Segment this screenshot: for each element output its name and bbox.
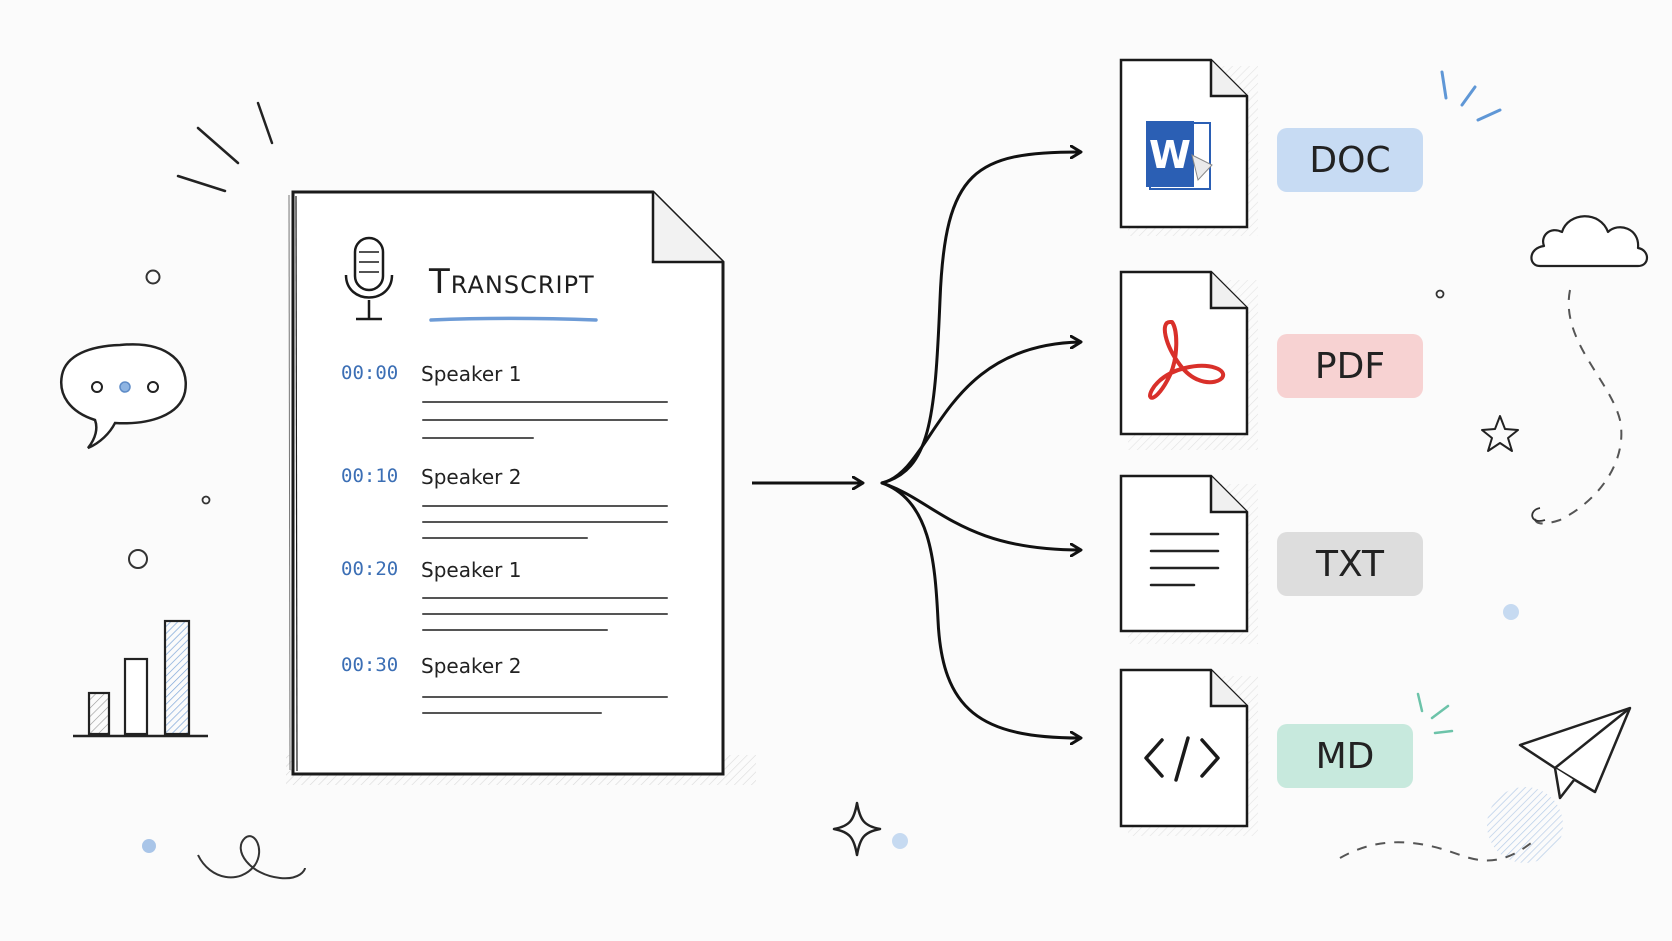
timestamp: 00:20 bbox=[341, 558, 399, 580]
file-md bbox=[1119, 668, 1258, 836]
word-icon: W bbox=[1146, 121, 1213, 190]
speaker-label: Speaker 2 bbox=[421, 654, 522, 678]
dot-circle bbox=[1435, 289, 1445, 299]
dashed-trail bbox=[1534, 289, 1623, 525]
dot-circle bbox=[201, 495, 211, 505]
dot-circle bbox=[128, 549, 148, 569]
bubble-circle bbox=[1487, 787, 1563, 863]
dot-circle bbox=[145, 269, 161, 285]
speaker-label: Speaker 1 bbox=[421, 558, 522, 582]
svg-text:W: W bbox=[1149, 133, 1191, 177]
speaker-label: Speaker 1 bbox=[421, 362, 522, 386]
timestamp: 00:00 bbox=[341, 362, 399, 384]
file-txt bbox=[1119, 474, 1258, 644]
code-icon bbox=[1144, 736, 1220, 782]
timestamp: 00:30 bbox=[341, 654, 399, 676]
accent-ticks bbox=[1440, 70, 1502, 122]
file-pdf bbox=[1119, 270, 1258, 450]
doc-title: Transcript bbox=[429, 262, 595, 302]
format-badge-pdf: PDF bbox=[1277, 334, 1423, 398]
dot-circle bbox=[142, 839, 156, 853]
text-lines bbox=[422, 401, 668, 714]
cloud-icon bbox=[1530, 215, 1649, 268]
accent-ticks-green bbox=[1416, 692, 1454, 735]
paper-plane-icon bbox=[1518, 706, 1632, 800]
dot-circle bbox=[1503, 604, 1519, 620]
star-icon bbox=[1481, 415, 1519, 452]
loop-squiggle bbox=[197, 835, 306, 880]
dashed-trail bbox=[1339, 839, 1536, 862]
format-badge-txt: TXT bbox=[1277, 532, 1423, 596]
text-lines-icon bbox=[1149, 532, 1220, 587]
speech-bubble-icon bbox=[60, 343, 187, 450]
loop-tail bbox=[1531, 507, 1546, 522]
bar-chart-icon bbox=[73, 619, 208, 738]
burst-lines bbox=[176, 101, 274, 193]
branch-arrows bbox=[880, 152, 1080, 738]
acrobat-icon bbox=[1148, 320, 1226, 400]
title-underline bbox=[429, 316, 598, 322]
dot-circle bbox=[892, 833, 908, 849]
transcript-document: Transcript 00:00 Speaker 1 00:10 Speaker… bbox=[293, 192, 723, 774]
sparkle-icon bbox=[832, 801, 882, 857]
format-badge-doc: DOC bbox=[1277, 128, 1423, 192]
speaker-label: Speaker 2 bbox=[421, 465, 522, 489]
transcript-page bbox=[288, 190, 725, 776]
timestamp: 00:10 bbox=[341, 465, 399, 487]
format-badge-md: MD bbox=[1277, 724, 1413, 788]
microphone-icon bbox=[344, 236, 394, 321]
